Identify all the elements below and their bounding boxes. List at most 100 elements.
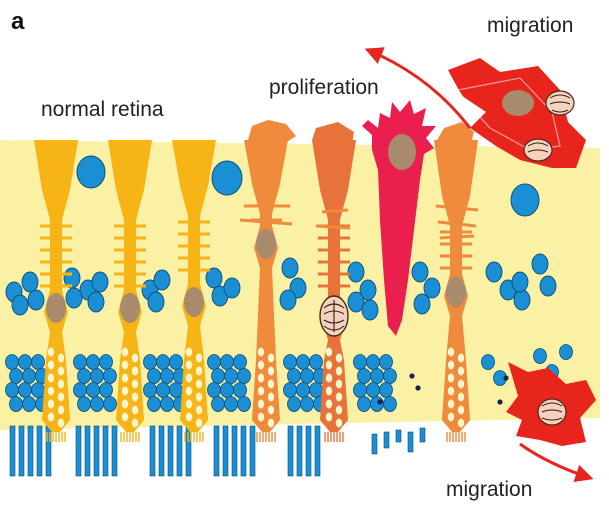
mitotic-nucleus [538, 399, 566, 425]
glia-lattice-hole [326, 400, 332, 409]
glia-lattice-hole [48, 374, 54, 383]
glia-lattice-hole [336, 367, 342, 376]
label-proliferation: proliferation [269, 76, 379, 100]
photoreceptor-rod [297, 426, 302, 476]
neuron-nucleus [310, 355, 323, 370]
glia-lattice-hole [186, 387, 192, 396]
photoreceptor-rod [150, 426, 155, 476]
cell-debris [409, 373, 414, 378]
neuron-nucleus [482, 355, 495, 370]
neuron-nucleus [208, 383, 221, 398]
neuron-nucleus [23, 369, 36, 384]
glia-lattice-hole [448, 374, 454, 383]
neuron-nucleus [380, 383, 393, 398]
glia-lattice-hole [258, 361, 264, 370]
neuron-nucleus [238, 369, 251, 384]
glia-lattice-hole [132, 406, 138, 415]
glia-lattice-hole [336, 393, 342, 402]
glia-lattice-hole [458, 406, 464, 415]
label-migration-top: migration [487, 14, 573, 38]
neuron-nucleus [6, 355, 19, 370]
mitotic-nucleus [524, 139, 552, 161]
glia-lattice-hole [458, 393, 464, 402]
glia-lattice-hole [122, 387, 128, 396]
glia-process [440, 236, 474, 238]
glia-lattice-hole [258, 374, 264, 383]
neuron-nucleus [358, 397, 371, 412]
neuron-nucleus [78, 369, 91, 384]
photoreceptor-rod [384, 432, 389, 448]
neuron-nucleus [88, 292, 104, 312]
neuron-nucleus [362, 300, 378, 320]
glia-nucleus [120, 293, 140, 323]
neuron-nucleus [371, 369, 384, 384]
neuron-nucleus [560, 345, 573, 360]
glia-lattice-hole [58, 380, 64, 389]
glia-lattice-hole [268, 367, 274, 376]
neuron-nucleus [144, 383, 157, 398]
glia-lattice-hole [196, 367, 202, 376]
neuron-nucleus [310, 383, 323, 398]
neuron-nucleus [170, 383, 183, 398]
neuron-nucleus [91, 369, 104, 384]
mitotic-nucleus [546, 91, 574, 115]
neuron-nucleus [100, 383, 113, 398]
glia-lattice-hole [48, 361, 54, 370]
neuron-nucleus [10, 397, 23, 412]
glia-lattice-hole [58, 406, 64, 415]
photoreceptor-rod [10, 426, 15, 476]
neuron-nucleus [511, 184, 539, 216]
neuron-nucleus [104, 369, 117, 384]
glia-lattice-hole [48, 387, 54, 396]
glia-lattice-hole [196, 354, 202, 363]
glia-lattice-hole [448, 361, 454, 370]
glia-nucleus [46, 293, 66, 323]
neuron-nucleus [12, 295, 28, 315]
neuron-nucleus [148, 292, 164, 312]
neuron-nucleus [10, 369, 23, 384]
photoreceptor-rod [223, 426, 228, 476]
neuron-nucleus [282, 258, 298, 278]
neuron-nucleus [234, 383, 247, 398]
neuron-nucleus [297, 383, 310, 398]
glia-lattice-hole [196, 406, 202, 415]
glia-end-foot [248, 120, 296, 144]
glia-lattice-hole [326, 361, 332, 370]
glia-lattice-hole [268, 393, 274, 402]
glia-lattice-hole [58, 354, 64, 363]
photoreceptor-rod [288, 426, 293, 476]
neuron-nucleus [19, 383, 32, 398]
glia-lattice-hole [458, 419, 464, 428]
photoreceptor-rod [420, 428, 425, 442]
neuron-nucleus [225, 369, 238, 384]
neuron-nucleus [144, 355, 157, 370]
glia-lattice-hole [186, 374, 192, 383]
cell-debris [503, 375, 508, 380]
photoreceptor-rod [177, 426, 182, 476]
glia-lattice-hole [458, 380, 464, 389]
glia-lattice-hole [448, 413, 454, 422]
neuron-nucleus [32, 355, 45, 370]
neuron-nucleus [92, 272, 108, 292]
neuron-nucleus [161, 369, 174, 384]
glia-lattice-hole [132, 354, 138, 363]
neuron-nucleus [74, 383, 87, 398]
neuron-nucleus [28, 290, 44, 310]
neuron-nucleus [414, 294, 430, 314]
glia-lattice-hole [186, 413, 192, 422]
neuron-nucleus [6, 383, 19, 398]
photoreceptor-segments [10, 426, 425, 476]
glia-lattice-hole [458, 354, 464, 363]
glia-lattice-hole [196, 380, 202, 389]
glia-lattice-hole [268, 419, 274, 428]
glia-lattice-hole [58, 393, 64, 402]
neuron-nucleus [87, 383, 100, 398]
neuron-nucleus [77, 156, 105, 188]
neuron-nucleus [212, 369, 225, 384]
glia-process [316, 226, 350, 228]
neuron-nucleus [157, 355, 170, 370]
glia-lattice-hole [122, 361, 128, 370]
neuron-nucleus [66, 288, 82, 308]
glia-lattice-hole [186, 361, 192, 370]
glia-lattice-hole [196, 393, 202, 402]
